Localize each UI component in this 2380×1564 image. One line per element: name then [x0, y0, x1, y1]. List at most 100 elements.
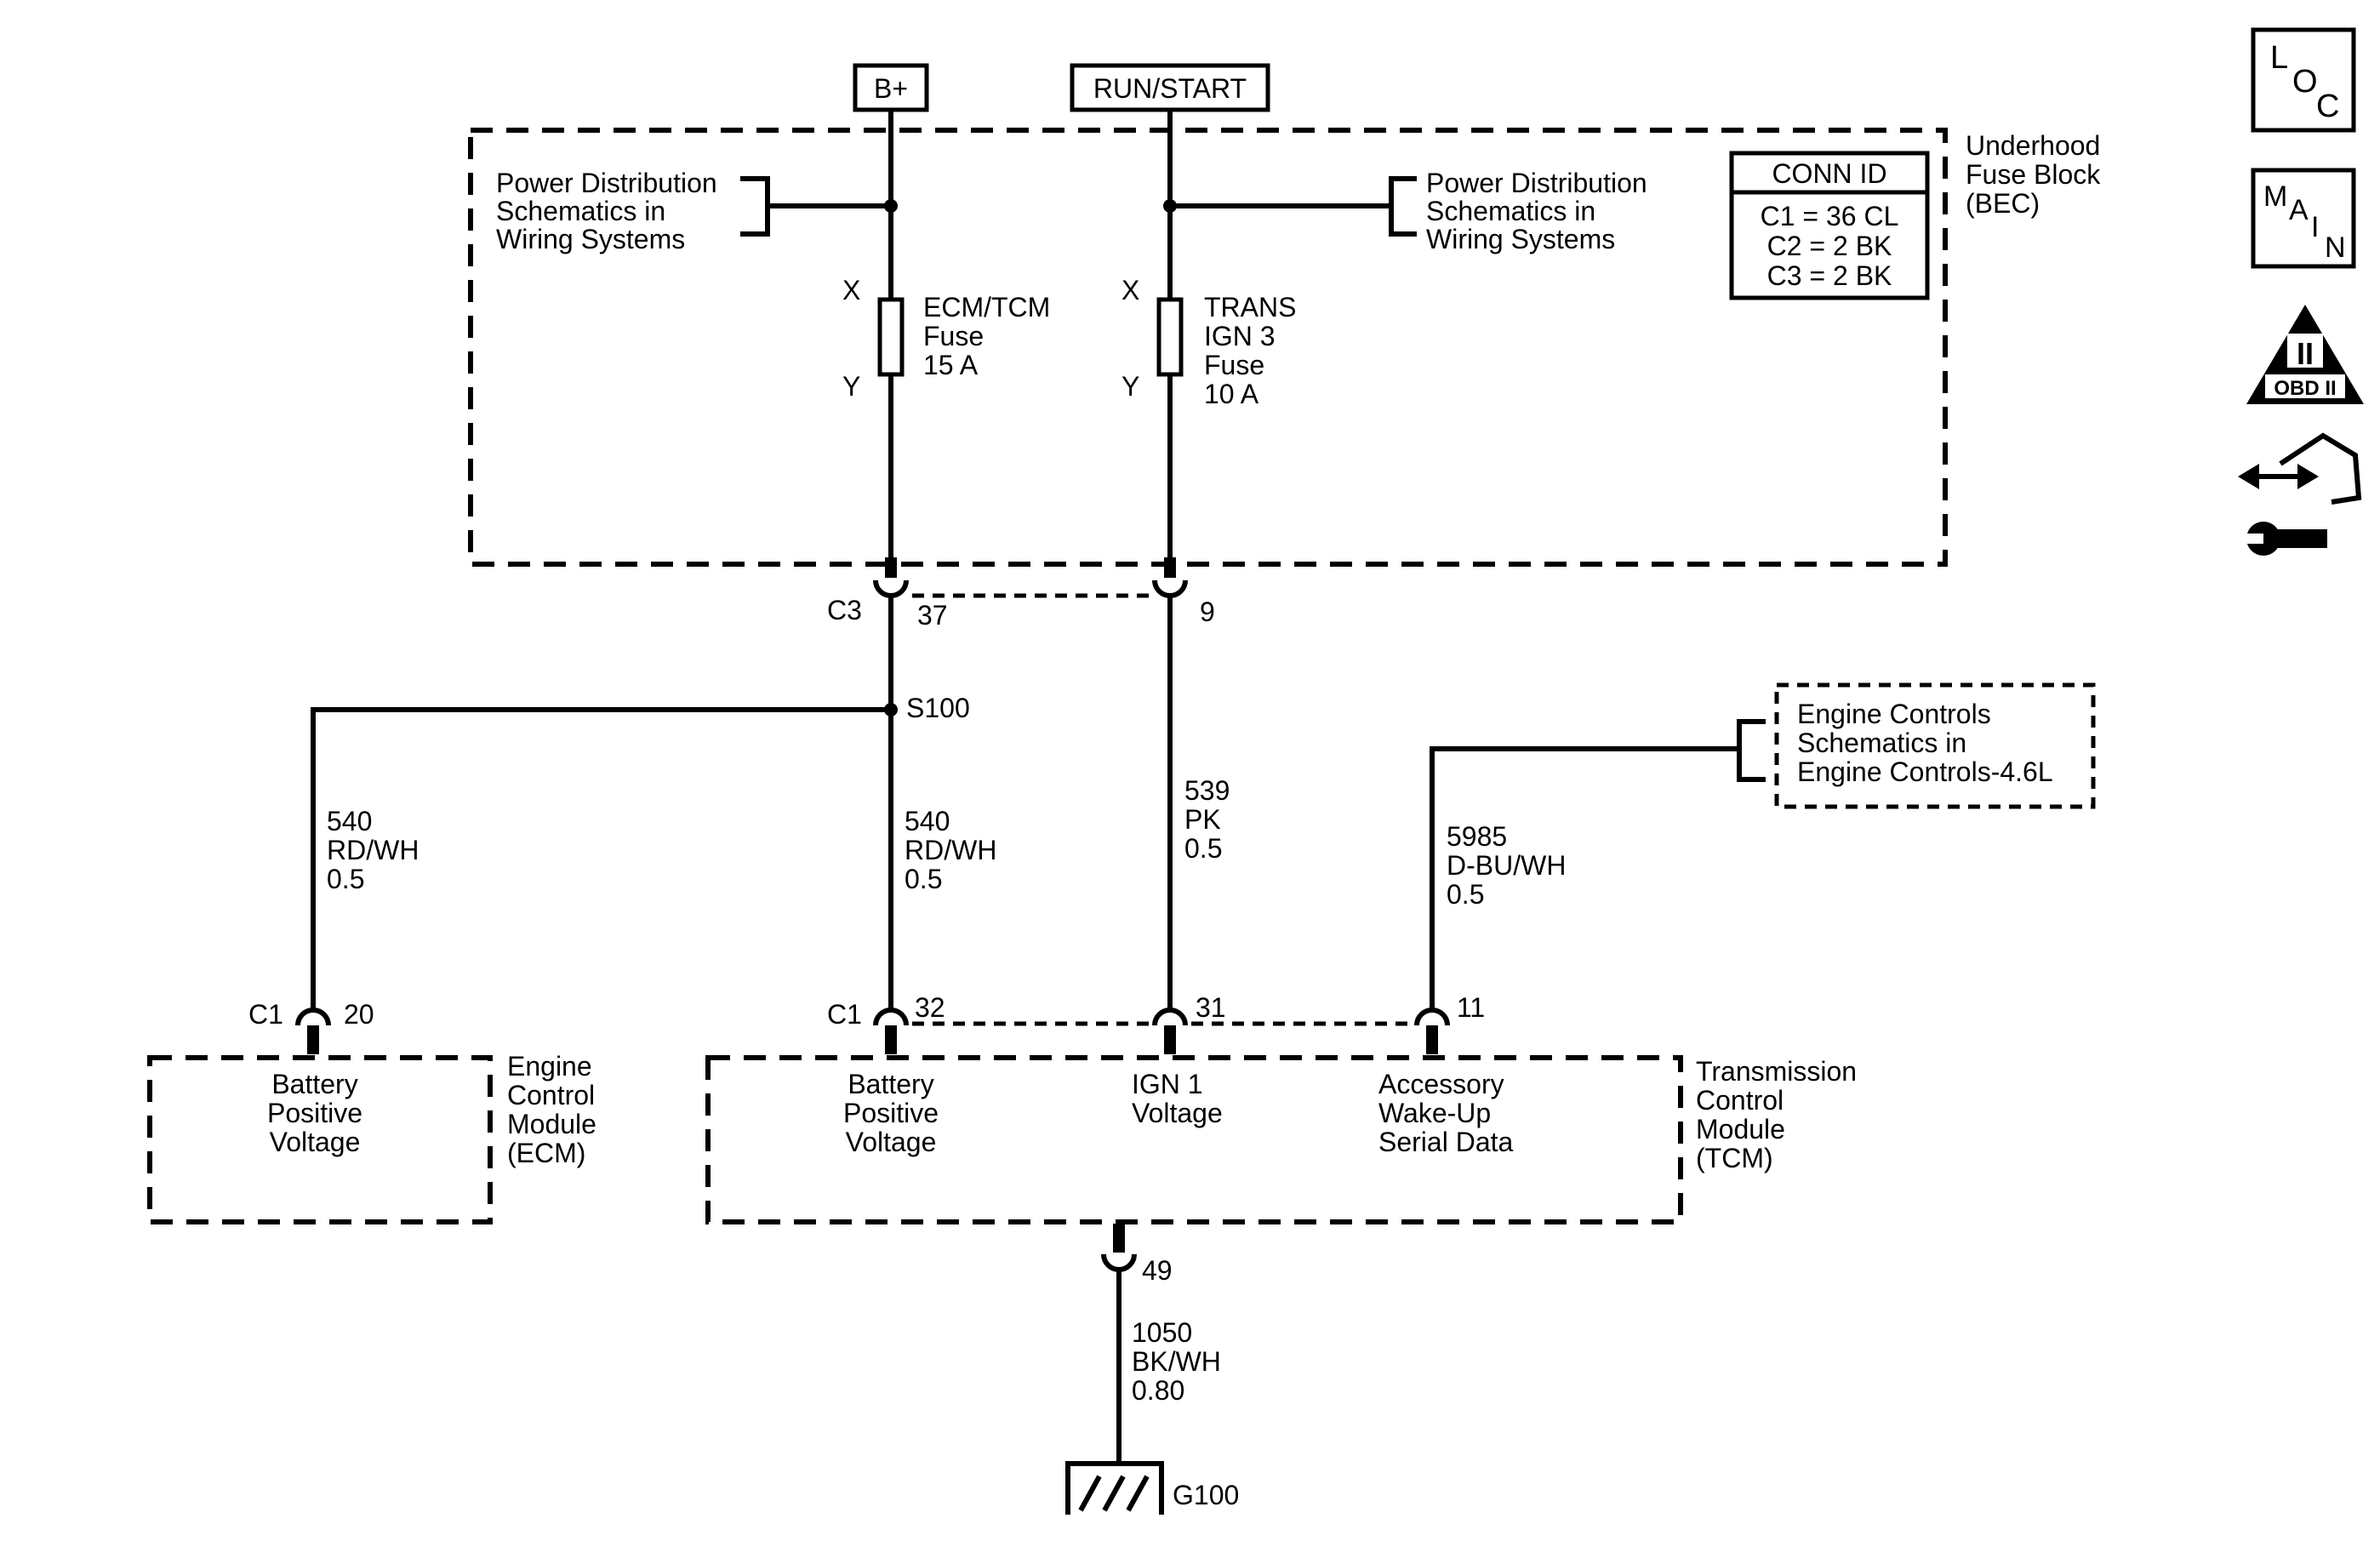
obd-ii-icon[interactable]: II OBD II — [2246, 305, 2364, 404]
main-icon[interactable]: M A I N — [2251, 168, 2356, 269]
conn-id-row: C3 = 2 BK — [1767, 260, 1892, 291]
connector-c3: C3 37 9 — [827, 557, 1215, 631]
power-distribution-ref-left: Power Distribution Schematics in Wiring … — [496, 168, 891, 254]
svg-text:Voltage: Voltage — [1132, 1098, 1223, 1128]
fuse-block-name-2: Fuse Block — [1966, 159, 2101, 190]
svg-text:I: I — [2311, 211, 2319, 243]
svg-text:Wiring Systems: Wiring Systems — [496, 224, 685, 254]
wire-size: 0.5 — [1447, 879, 1484, 910]
c3-pin-37: 37 — [917, 600, 948, 631]
wire-size: 0.80 — [1132, 1375, 1184, 1406]
svg-text:Engine Controls-4.6L: Engine Controls-4.6L — [1797, 756, 2053, 787]
conn-id-table: CONN ID C1 = 36 CL C2 = 2 BK C3 = 2 BK — [1729, 151, 1930, 300]
svg-text:N: N — [2325, 231, 2346, 264]
svg-text:Wake-Up: Wake-Up — [1378, 1098, 1491, 1128]
wire-size: 0.5 — [327, 864, 364, 894]
power-distribution-ref-right: Power Distribution Schematics in Wiring … — [1170, 168, 1647, 254]
tcm-ground-pin: 49 — [1142, 1255, 1173, 1286]
wire-color: D-BU/WH — [1447, 850, 1566, 881]
tcm-connector-c1: C1 32 31 11 — [827, 992, 1485, 1054]
ground-symbol — [1065, 1461, 1164, 1515]
wire-circuit: 5985 — [1447, 821, 1507, 852]
wire-5985 — [1430, 746, 1739, 1013]
conn-id-row: C2 = 2 BK — [1767, 231, 1892, 261]
svg-text:Serial Data: Serial Data — [1378, 1127, 1514, 1157]
trans-ign3-fuse — [1156, 297, 1184, 377]
svg-text:II: II — [2297, 336, 2314, 371]
fuse1-y: Y — [842, 371, 860, 402]
bplus-supply: B+ — [853, 63, 929, 112]
svg-text:Power Distribution: Power Distribution — [496, 168, 717, 198]
svg-text:OBD II: OBD II — [2274, 377, 2336, 400]
svg-text:Positive: Positive — [843, 1098, 939, 1128]
wire-circuit: 540 — [327, 806, 372, 836]
tcm-name: (TCM) — [1696, 1143, 1773, 1173]
ecm-connector-c1: C1 20 — [248, 999, 374, 1054]
ecm-pin-label: 20 — [344, 999, 374, 1030]
svg-text:Schematics in: Schematics in — [496, 196, 665, 226]
tcm-ground-connector: 49 — [1101, 1224, 1173, 1286]
splice-dot — [1163, 199, 1177, 213]
svg-text:Voltage: Voltage — [270, 1127, 361, 1157]
tcm-name: Transmission — [1696, 1056, 1857, 1087]
ground-label: G100 — [1173, 1480, 1239, 1510]
svg-text:Wiring Systems: Wiring Systems — [1426, 224, 1615, 254]
wire-size: 0.5 — [905, 864, 942, 894]
ecm-name: Module — [507, 1109, 596, 1139]
ecm-name: Engine — [507, 1051, 592, 1082]
wire-circuit: 539 — [1184, 775, 1230, 806]
tcm-name: Control — [1696, 1085, 1784, 1116]
fuse2-x: X — [1122, 275, 1139, 305]
wire-color: RD/WH — [327, 835, 419, 865]
tcm-pin-label: 31 — [1196, 992, 1226, 1023]
svg-text:A: A — [2289, 194, 2309, 226]
svg-text:Schematics in: Schematics in — [1797, 728, 1966, 758]
svg-text:IGN 1: IGN 1 — [1132, 1069, 1203, 1099]
svg-text:Battery: Battery — [271, 1069, 357, 1099]
fuse2-label-1: TRANS — [1204, 292, 1296, 323]
ecm-name: (ECM) — [507, 1138, 585, 1168]
fuse1-label-3: 15 A — [923, 350, 979, 380]
wire-540-ecm — [311, 707, 891, 1013]
loc-icon[interactable]: L O C — [2251, 27, 2356, 133]
wire-color: BK/WH — [1132, 1346, 1221, 1377]
runstart-supply: RUN/START — [1070, 63, 1270, 112]
conn-id-row: C1 = 36 CL — [1761, 201, 1899, 231]
fuse2-y: Y — [1122, 371, 1139, 402]
tcm-pin-label: 11 — [1457, 992, 1485, 1023]
svg-text:M: M — [2263, 180, 2287, 213]
svg-text:C: C — [2316, 88, 2339, 124]
svg-text:L: L — [2270, 40, 2288, 76]
splice-s100-label: S100 — [906, 693, 970, 723]
svg-text:O: O — [2292, 64, 2318, 100]
fuse1-label-1: ECM/TCM — [923, 292, 1050, 323]
ecm-conn-label: C1 — [248, 999, 283, 1030]
ecm-tcm-fuse — [877, 297, 905, 377]
fuse-block-outline — [468, 128, 1948, 567]
tcm-name: Module — [1696, 1114, 1785, 1144]
svg-text:Voltage: Voltage — [846, 1127, 937, 1157]
wire-circuit: 1050 — [1132, 1317, 1192, 1348]
wire-size: 0.5 — [1184, 833, 1222, 864]
wire-color: RD/WH — [905, 835, 996, 865]
tcm-conn-label: C1 — [827, 999, 862, 1030]
svg-text:Engine Controls: Engine Controls — [1797, 699, 1991, 729]
svg-text:Accessory: Accessory — [1378, 1069, 1504, 1099]
splice-dot — [884, 199, 898, 213]
wire-color: PK — [1184, 804, 1221, 835]
tcm-module — [705, 1055, 1683, 1224]
tcm-pin-label: 32 — [915, 992, 945, 1023]
fuse1-label-2: Fuse — [923, 321, 984, 351]
fuse2-label-4: 10 A — [1204, 379, 1259, 409]
ecm-name: Control — [507, 1080, 595, 1110]
engine-controls-ref: Engine Controls Schematics in Engine Con… — [1430, 682, 2096, 1013]
fuse-block-name-1: Underhood — [1966, 130, 2100, 161]
c3-label: C3 — [827, 595, 862, 625]
svg-text:Positive: Positive — [267, 1098, 362, 1128]
svg-text:Battery: Battery — [848, 1069, 933, 1099]
fuse2-label-2: IGN 3 — [1204, 321, 1276, 351]
hand-tool-icon[interactable] — [2238, 432, 2362, 556]
c3-pin-9: 9 — [1200, 596, 1215, 627]
svg-text:Power Distribution: Power Distribution — [1426, 168, 1647, 198]
